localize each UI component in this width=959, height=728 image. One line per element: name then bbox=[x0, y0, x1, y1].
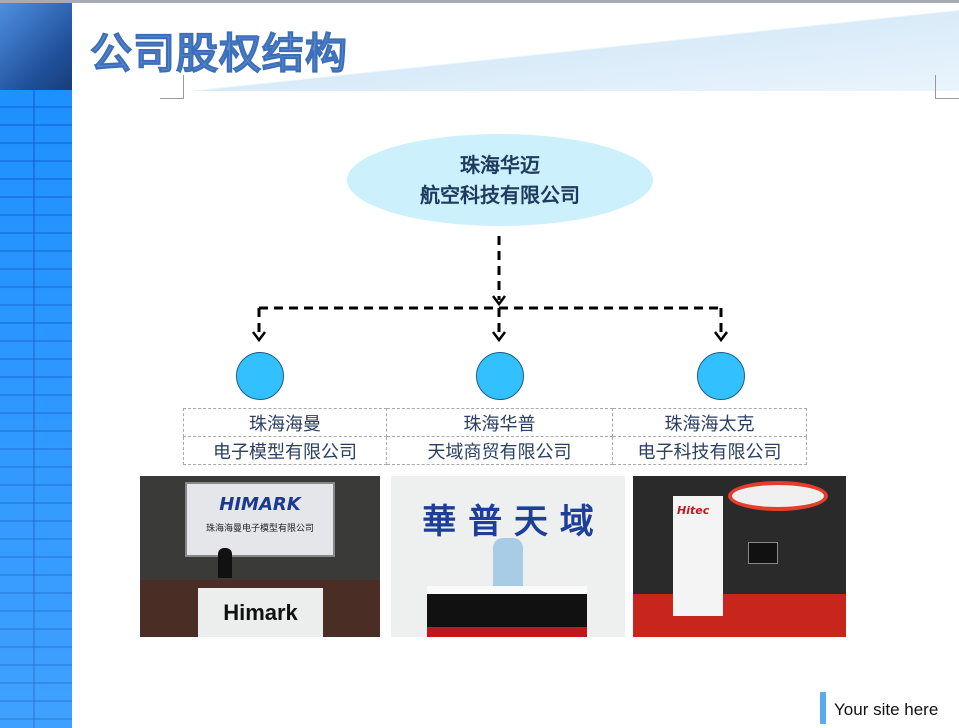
photo-huapu: 華 普 天 域 bbox=[391, 476, 625, 637]
parent-line2: 航空科技有限公司 bbox=[420, 183, 580, 207]
subsidiary-node-3 bbox=[697, 352, 745, 400]
title-band bbox=[72, 3, 959, 91]
page-title: 公司股权结构 bbox=[89, 29, 349, 79]
photo-himark: HIMARK 珠海海曼电子模型有限公司 Himark bbox=[140, 476, 380, 637]
crop-mark bbox=[160, 75, 184, 99]
top-border bbox=[0, 0, 959, 3]
footer-text: Your site here bbox=[834, 700, 939, 719]
crop-mark bbox=[935, 75, 959, 99]
subsidiary-node-1 bbox=[236, 352, 284, 400]
parent-company-node: 珠海华迈 航空科技有限公司 bbox=[347, 134, 653, 226]
photo-hitec-booth: Hitec bbox=[633, 476, 846, 637]
parent-line1: 珠海华迈 bbox=[460, 153, 540, 177]
sidebar-grid bbox=[0, 90, 72, 728]
sub2-line1: 珠海华普 bbox=[386, 408, 613, 437]
subsidiary-node-2 bbox=[476, 352, 524, 400]
sub1-line2: 电子模型有限公司 bbox=[183, 436, 387, 465]
sub3-line1: 珠海海太克 bbox=[612, 408, 807, 437]
sub2-line2: 天域商贸有限公司 bbox=[386, 436, 613, 465]
sub3-line2: 电子科技有限公司 bbox=[612, 436, 807, 465]
corner-block bbox=[0, 3, 72, 90]
sub1-line1: 珠海海曼 bbox=[183, 408, 387, 437]
footer-accent bbox=[820, 692, 826, 724]
subsidiary-names-table: 珠海海曼 珠海华普 珠海海太克 电子模型有限公司 天域商贸有限公司 电子科技有限… bbox=[183, 408, 807, 465]
